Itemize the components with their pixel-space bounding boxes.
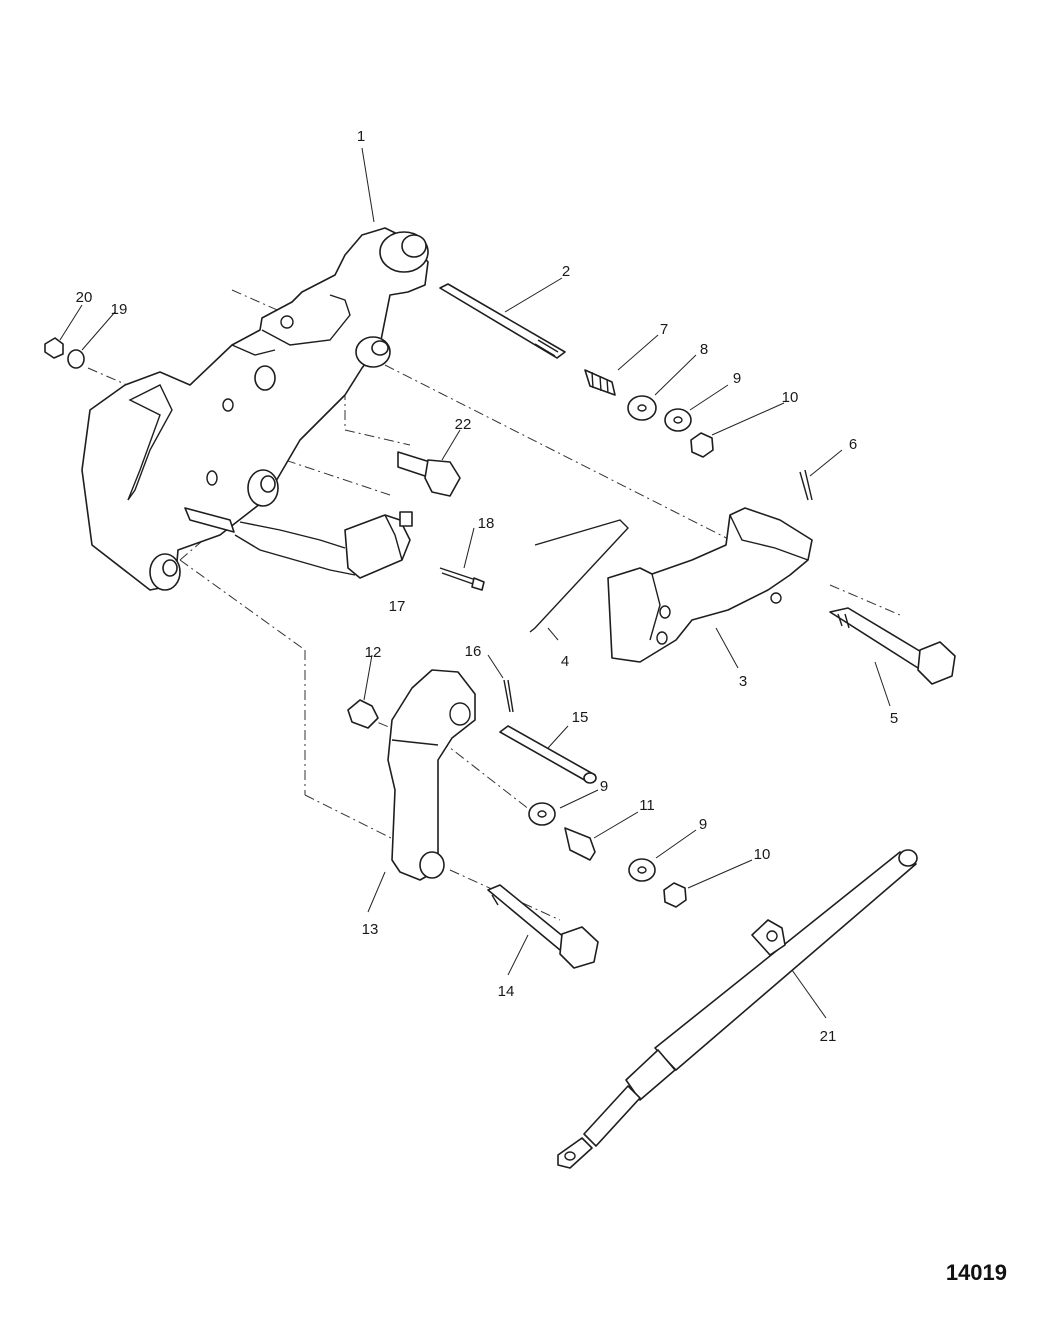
callout-14: 14 <box>498 983 515 1000</box>
callout-16: 16 <box>465 643 482 660</box>
spring-washer-nut-parts <box>584 369 714 458</box>
callout-8: 8 <box>700 341 708 358</box>
callout-5: 5 <box>890 710 898 727</box>
lever-bracket-part <box>607 507 813 663</box>
callout-18: 18 <box>478 515 495 532</box>
figure-number: 14019 <box>946 1260 1007 1285</box>
lower-washer-nut-parts <box>528 802 687 908</box>
stud-part <box>439 283 566 359</box>
callout-2: 2 <box>562 263 570 280</box>
callout-6: 6 <box>849 436 857 453</box>
hex-bolt-part <box>829 607 956 685</box>
switch-part <box>234 511 413 579</box>
callout-12: 12 <box>365 644 382 661</box>
washer-and-nut-parts <box>44 337 85 369</box>
callout-20: 20 <box>76 289 93 306</box>
pin-bolt-parts <box>487 679 599 969</box>
screw-part <box>439 567 485 591</box>
wire-spring-part <box>529 519 629 633</box>
callout-10-lower: 10 <box>754 846 771 863</box>
callout-7: 7 <box>660 321 668 338</box>
callout-3: 3 <box>739 673 747 690</box>
long-rod-part <box>557 849 918 1169</box>
callout-4: 4 <box>561 653 569 670</box>
bolt-part <box>397 451 461 497</box>
clip-part <box>347 699 379 729</box>
callout-11: 11 <box>639 797 655 814</box>
callout-9-middle: 9 <box>600 778 608 795</box>
cotter-pin-part <box>799 469 813 501</box>
callout-9-lower: 9 <box>699 816 707 833</box>
callout-10-upper: 10 <box>782 389 799 406</box>
callout-13: 13 <box>362 921 379 938</box>
callout-1: 1 <box>357 128 365 145</box>
callout-9-upper: 9 <box>733 370 741 387</box>
callout-labels: 1 2 7 8 9 10 6 22 18 17 20 19 4 3 5 12 1… <box>76 128 899 1045</box>
callout-15: 15 <box>572 709 589 726</box>
main-bracket-part <box>81 227 429 591</box>
leader-lines <box>59 147 891 1019</box>
callout-22: 22 <box>455 416 472 433</box>
lever-arm-part <box>387 669 476 881</box>
callout-17: 17 <box>389 598 406 615</box>
callout-19: 19 <box>111 301 128 318</box>
callout-21: 21 <box>820 1028 837 1045</box>
